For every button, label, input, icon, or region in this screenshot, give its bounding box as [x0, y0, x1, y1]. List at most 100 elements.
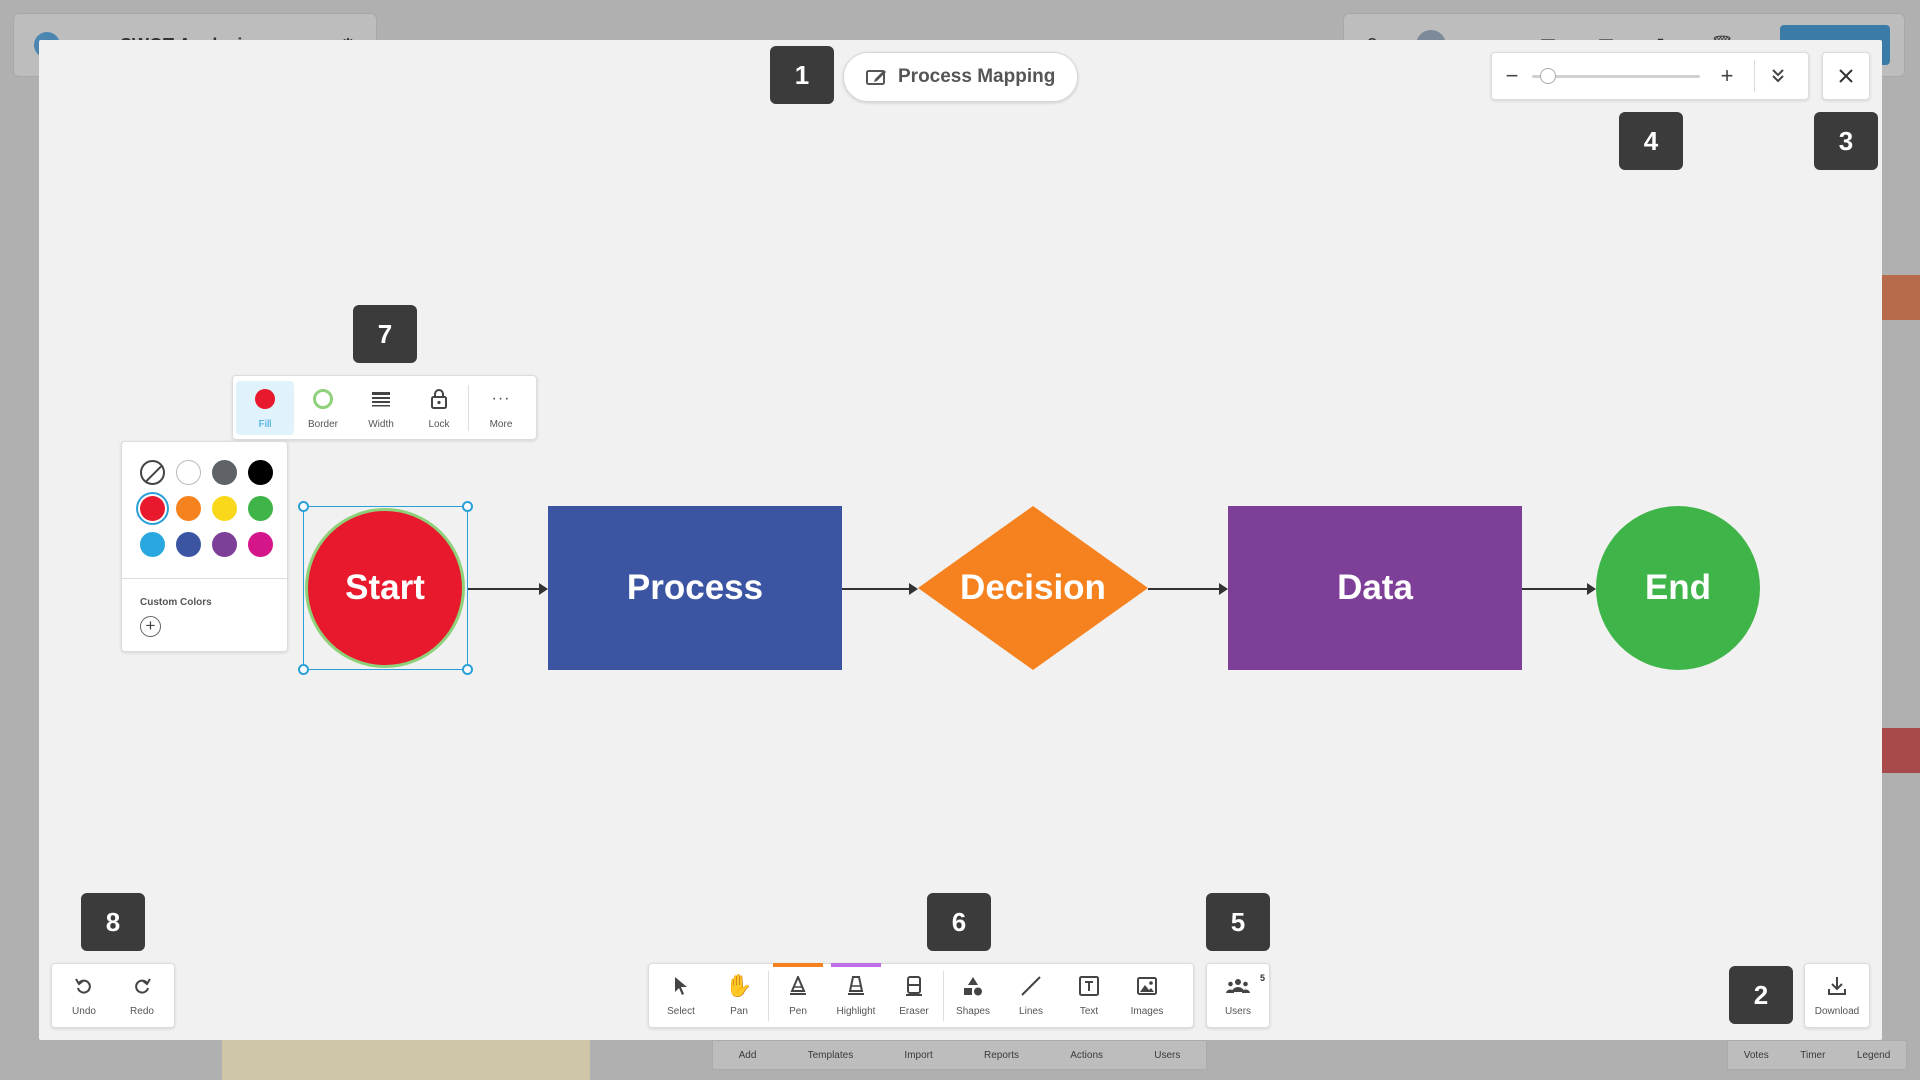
color-swatch-yellow[interactable]: [212, 496, 237, 521]
users-button[interactable]: 5 Users: [1206, 963, 1270, 1028]
callout-badge-5: 5: [1206, 893, 1270, 951]
lines-label: Lines: [1019, 1005, 1043, 1017]
pen-tool[interactable]: Pen: [769, 962, 827, 1027]
bg-actions-label: Actions: [1070, 1049, 1104, 1061]
shapes-label: Shapes: [956, 1005, 990, 1017]
data-label: Data: [1337, 568, 1413, 607]
resize-handle-bottom-right[interactable]: [462, 664, 473, 675]
undo-redo-toolbar: Undo Redo: [51, 963, 175, 1028]
flow-node-process[interactable]: Process: [548, 506, 842, 670]
zoom-control: − +: [1491, 52, 1809, 100]
undo-icon: [75, 974, 93, 998]
redo-label: Redo: [130, 1005, 154, 1017]
image-icon: [1137, 974, 1157, 998]
cursor-icon: [674, 974, 688, 998]
collapse-chevron-icon[interactable]: [1755, 68, 1801, 84]
selection-box: [303, 506, 468, 670]
drawing-toolbar: Select ✋ Pan Pen Highlight Eraser Shapes…: [648, 962, 1194, 1028]
connector-process-decision[interactable]: [842, 583, 918, 595]
connector-start-process[interactable]: [468, 583, 548, 595]
users-tool[interactable]: 5 Users: [1209, 965, 1267, 1027]
edit-board-icon: [866, 67, 888, 87]
background-right-bottom-toolbar: Votes Timer Legend: [1727, 1040, 1907, 1070]
highlighter-icon: [848, 974, 864, 998]
flow-node-start[interactable]: Start: [305, 508, 465, 668]
bg-import-label: Import: [904, 1049, 933, 1061]
process-label: Process: [626, 568, 764, 607]
lines-tool[interactable]: Lines: [1002, 965, 1060, 1027]
fill-button[interactable]: Fill: [236, 380, 294, 435]
select-label: Select: [667, 1005, 695, 1017]
background-bottom-toolbar: Add Templates Import Reports Actions Use…: [712, 1040, 1207, 1070]
color-swatch-grid: [122, 442, 287, 557]
highlight-label: Highlight: [836, 1005, 876, 1017]
color-picker-divider: [122, 578, 287, 579]
toolbar-divider: [468, 384, 469, 431]
text-icon: [1079, 974, 1099, 998]
zoom-in-button[interactable]: +: [1720, 63, 1734, 88]
width-label: Width: [368, 418, 394, 430]
color-swatch-green[interactable]: [248, 496, 273, 521]
lock-button[interactable]: Lock: [410, 381, 468, 435]
custom-colors-label: Custom Colors: [140, 597, 212, 608]
eraser-label: Eraser: [899, 1005, 929, 1017]
select-tool[interactable]: Select: [652, 965, 710, 1027]
download-tool[interactable]: Download: [1808, 965, 1866, 1027]
zoom-slider-track: [1532, 74, 1700, 78]
color-swatch-blue[interactable]: [176, 532, 201, 557]
shapes-tool[interactable]: Shapes: [944, 965, 1002, 1027]
add-custom-color-button[interactable]: +: [140, 616, 161, 637]
connector-data-end[interactable]: [1522, 583, 1596, 595]
width-lines-icon: [372, 387, 390, 411]
flow-node-end[interactable]: End: [1596, 506, 1760, 670]
users-icon: [1226, 974, 1250, 998]
no-color-swatch[interactable]: [140, 460, 165, 485]
download-button[interactable]: Download: [1804, 963, 1870, 1028]
eraser-icon: [906, 974, 922, 998]
flow-node-decision[interactable]: Decision: [918, 506, 1148, 670]
connector-decision-data[interactable]: [1148, 583, 1228, 595]
color-swatch-purple[interactable]: [212, 532, 237, 557]
callout-badge-4: 4: [1619, 112, 1683, 170]
zoom-slider[interactable]: [1532, 66, 1700, 86]
zoom-out-button[interactable]: −: [1505, 63, 1519, 88]
resize-handle-top-right[interactable]: [462, 501, 473, 512]
download-icon: [1827, 974, 1847, 998]
more-button[interactable]: ··· More: [469, 381, 533, 435]
resize-handle-top-left[interactable]: [298, 501, 309, 512]
images-tool[interactable]: Images: [1118, 965, 1176, 1027]
callout-badge-3: 3: [1814, 112, 1878, 170]
resize-handle-bottom-left[interactable]: [298, 664, 309, 675]
zoom-divider: [1754, 60, 1755, 92]
bg-reports-label: Reports: [983, 1049, 1019, 1061]
pan-tool[interactable]: ✋ Pan: [710, 965, 768, 1027]
highlight-tool[interactable]: Highlight: [827, 962, 885, 1027]
border-button[interactable]: Border: [294, 381, 352, 435]
color-swatch-magenta[interactable]: [248, 532, 273, 557]
pen-label: Pen: [789, 1005, 807, 1017]
toolbar-divider: [768, 970, 769, 1021]
shape-context-toolbar: Fill Border Width Lock ··· More: [232, 375, 537, 440]
color-swatch-gray[interactable]: [212, 460, 237, 485]
color-swatch-light-blue[interactable]: [140, 532, 165, 557]
board-title: Process Mapping: [898, 66, 1056, 87]
board-title-pill[interactable]: Process Mapping: [843, 52, 1079, 102]
width-button[interactable]: Width: [352, 381, 410, 435]
color-swatch-red-selected[interactable]: [140, 496, 165, 521]
color-swatch-orange[interactable]: [176, 496, 201, 521]
text-label: Text: [1079, 1005, 1099, 1017]
text-tool[interactable]: Text: [1060, 965, 1118, 1027]
callout-badge-2: 2: [1729, 966, 1793, 1024]
color-swatch-white[interactable]: [176, 460, 201, 485]
redo-button[interactable]: Redo: [113, 965, 171, 1027]
eraser-tool[interactable]: Eraser: [885, 965, 943, 1027]
undo-button[interactable]: Undo: [55, 965, 113, 1027]
download-label: Download: [1814, 1005, 1860, 1017]
background-accent-bar-1: [1882, 275, 1920, 320]
color-swatch-black[interactable]: [248, 460, 273, 485]
zoom-slider-thumb[interactable]: [1539, 68, 1556, 84]
flow-node-data[interactable]: Data: [1228, 506, 1522, 670]
more-label: More: [489, 418, 513, 430]
lock-icon: [431, 387, 447, 411]
close-button[interactable]: [1822, 52, 1870, 100]
